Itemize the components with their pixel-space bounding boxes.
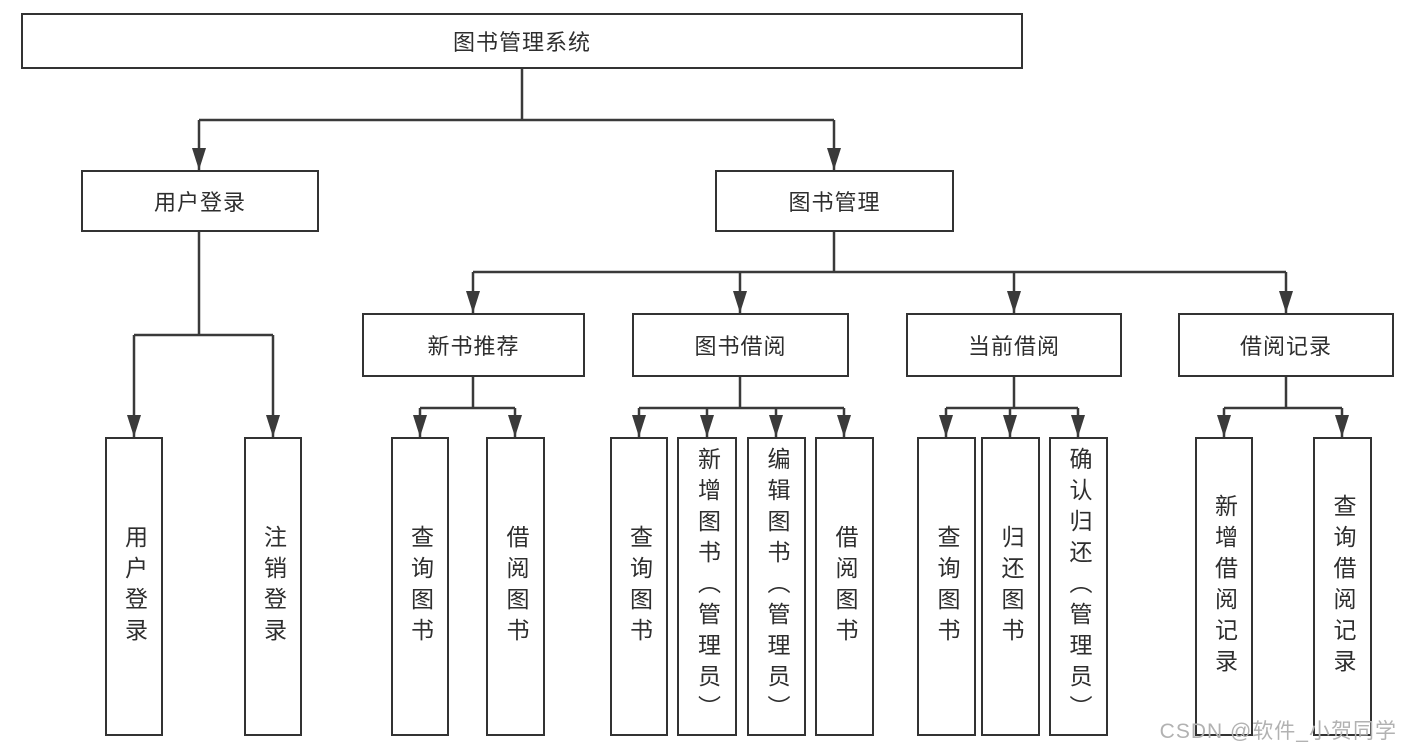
node-label-user-login: 用户登录 <box>121 524 148 649</box>
node-label-add-book-admin: 新增图书（管理员） <box>694 447 721 726</box>
node-add-book-admin: 新增图书（管理员） <box>677 437 737 736</box>
node-label-current-borrow: 当前借阅 <box>967 334 1060 359</box>
node-query-borrow-record: 查询借阅记录 <box>1313 437 1372 736</box>
node-label-new-book-rec: 新书推荐 <box>427 334 520 359</box>
node-borrow-book-rec: 借阅图书 <box>486 437 545 736</box>
node-borrow-book-borrow: 借阅图书 <box>815 437 874 736</box>
node-return-book: 归还图书 <box>981 437 1040 736</box>
node-current-borrow: 当前借阅 <box>906 313 1122 377</box>
node-label-root: 图书管理系统 <box>452 30 591 55</box>
node-label-query-book-rec: 查询图书 <box>407 524 434 649</box>
node-new-book-rec: 新书推荐 <box>362 313 585 377</box>
node-label-confirm-return: 确认归还（管理员） <box>1066 447 1092 726</box>
watermark: CSDN @软件_小贺同学 <box>1159 720 1397 743</box>
node-label-user-login-group: 用户登录 <box>153 190 246 215</box>
node-label-add-borrow-record: 新增借阅记录 <box>1211 493 1238 680</box>
node-label-book-mgmt-group: 图书管理 <box>788 190 881 215</box>
node-label-query-book-borrow: 查询图书 <box>626 524 653 649</box>
node-borrow-records: 借阅记录 <box>1178 313 1394 377</box>
node-user-login: 用户登录 <box>105 437 163 736</box>
node-confirm-return: 确认归还（管理员） <box>1049 437 1108 736</box>
node-root: 图书管理系统 <box>21 13 1023 69</box>
node-label-borrow-book-rec: 借阅图书 <box>503 524 529 649</box>
node-query-book-borrow: 查询图书 <box>610 437 668 736</box>
node-label-borrow-book-borrow: 借阅图书 <box>832 524 858 649</box>
node-user-login-group: 用户登录 <box>81 170 319 232</box>
node-label-query-borrow-record: 查询借阅记录 <box>1330 493 1356 680</box>
node-add-borrow-record: 新增借阅记录 <box>1195 437 1253 736</box>
node-label-borrow-records: 借阅记录 <box>1239 334 1332 359</box>
node-book-mgmt-group: 图书管理 <box>715 170 954 232</box>
node-query-book-current: 查询图书 <box>917 437 976 736</box>
node-query-book-rec: 查询图书 <box>391 437 449 736</box>
node-label-logout: 注销登录 <box>260 524 287 649</box>
node-label-book-borrow: 图书借阅 <box>694 334 787 359</box>
node-book-borrow: 图书借阅 <box>632 313 849 377</box>
node-edit-book-admin: 编辑图书（管理员） <box>747 437 806 736</box>
node-label-query-book-current: 查询图书 <box>934 524 960 649</box>
node-label-return-book: 归还图书 <box>998 524 1024 649</box>
node-logout: 注销登录 <box>244 437 302 736</box>
node-label-edit-book-admin: 编辑图书（管理员） <box>764 447 790 726</box>
